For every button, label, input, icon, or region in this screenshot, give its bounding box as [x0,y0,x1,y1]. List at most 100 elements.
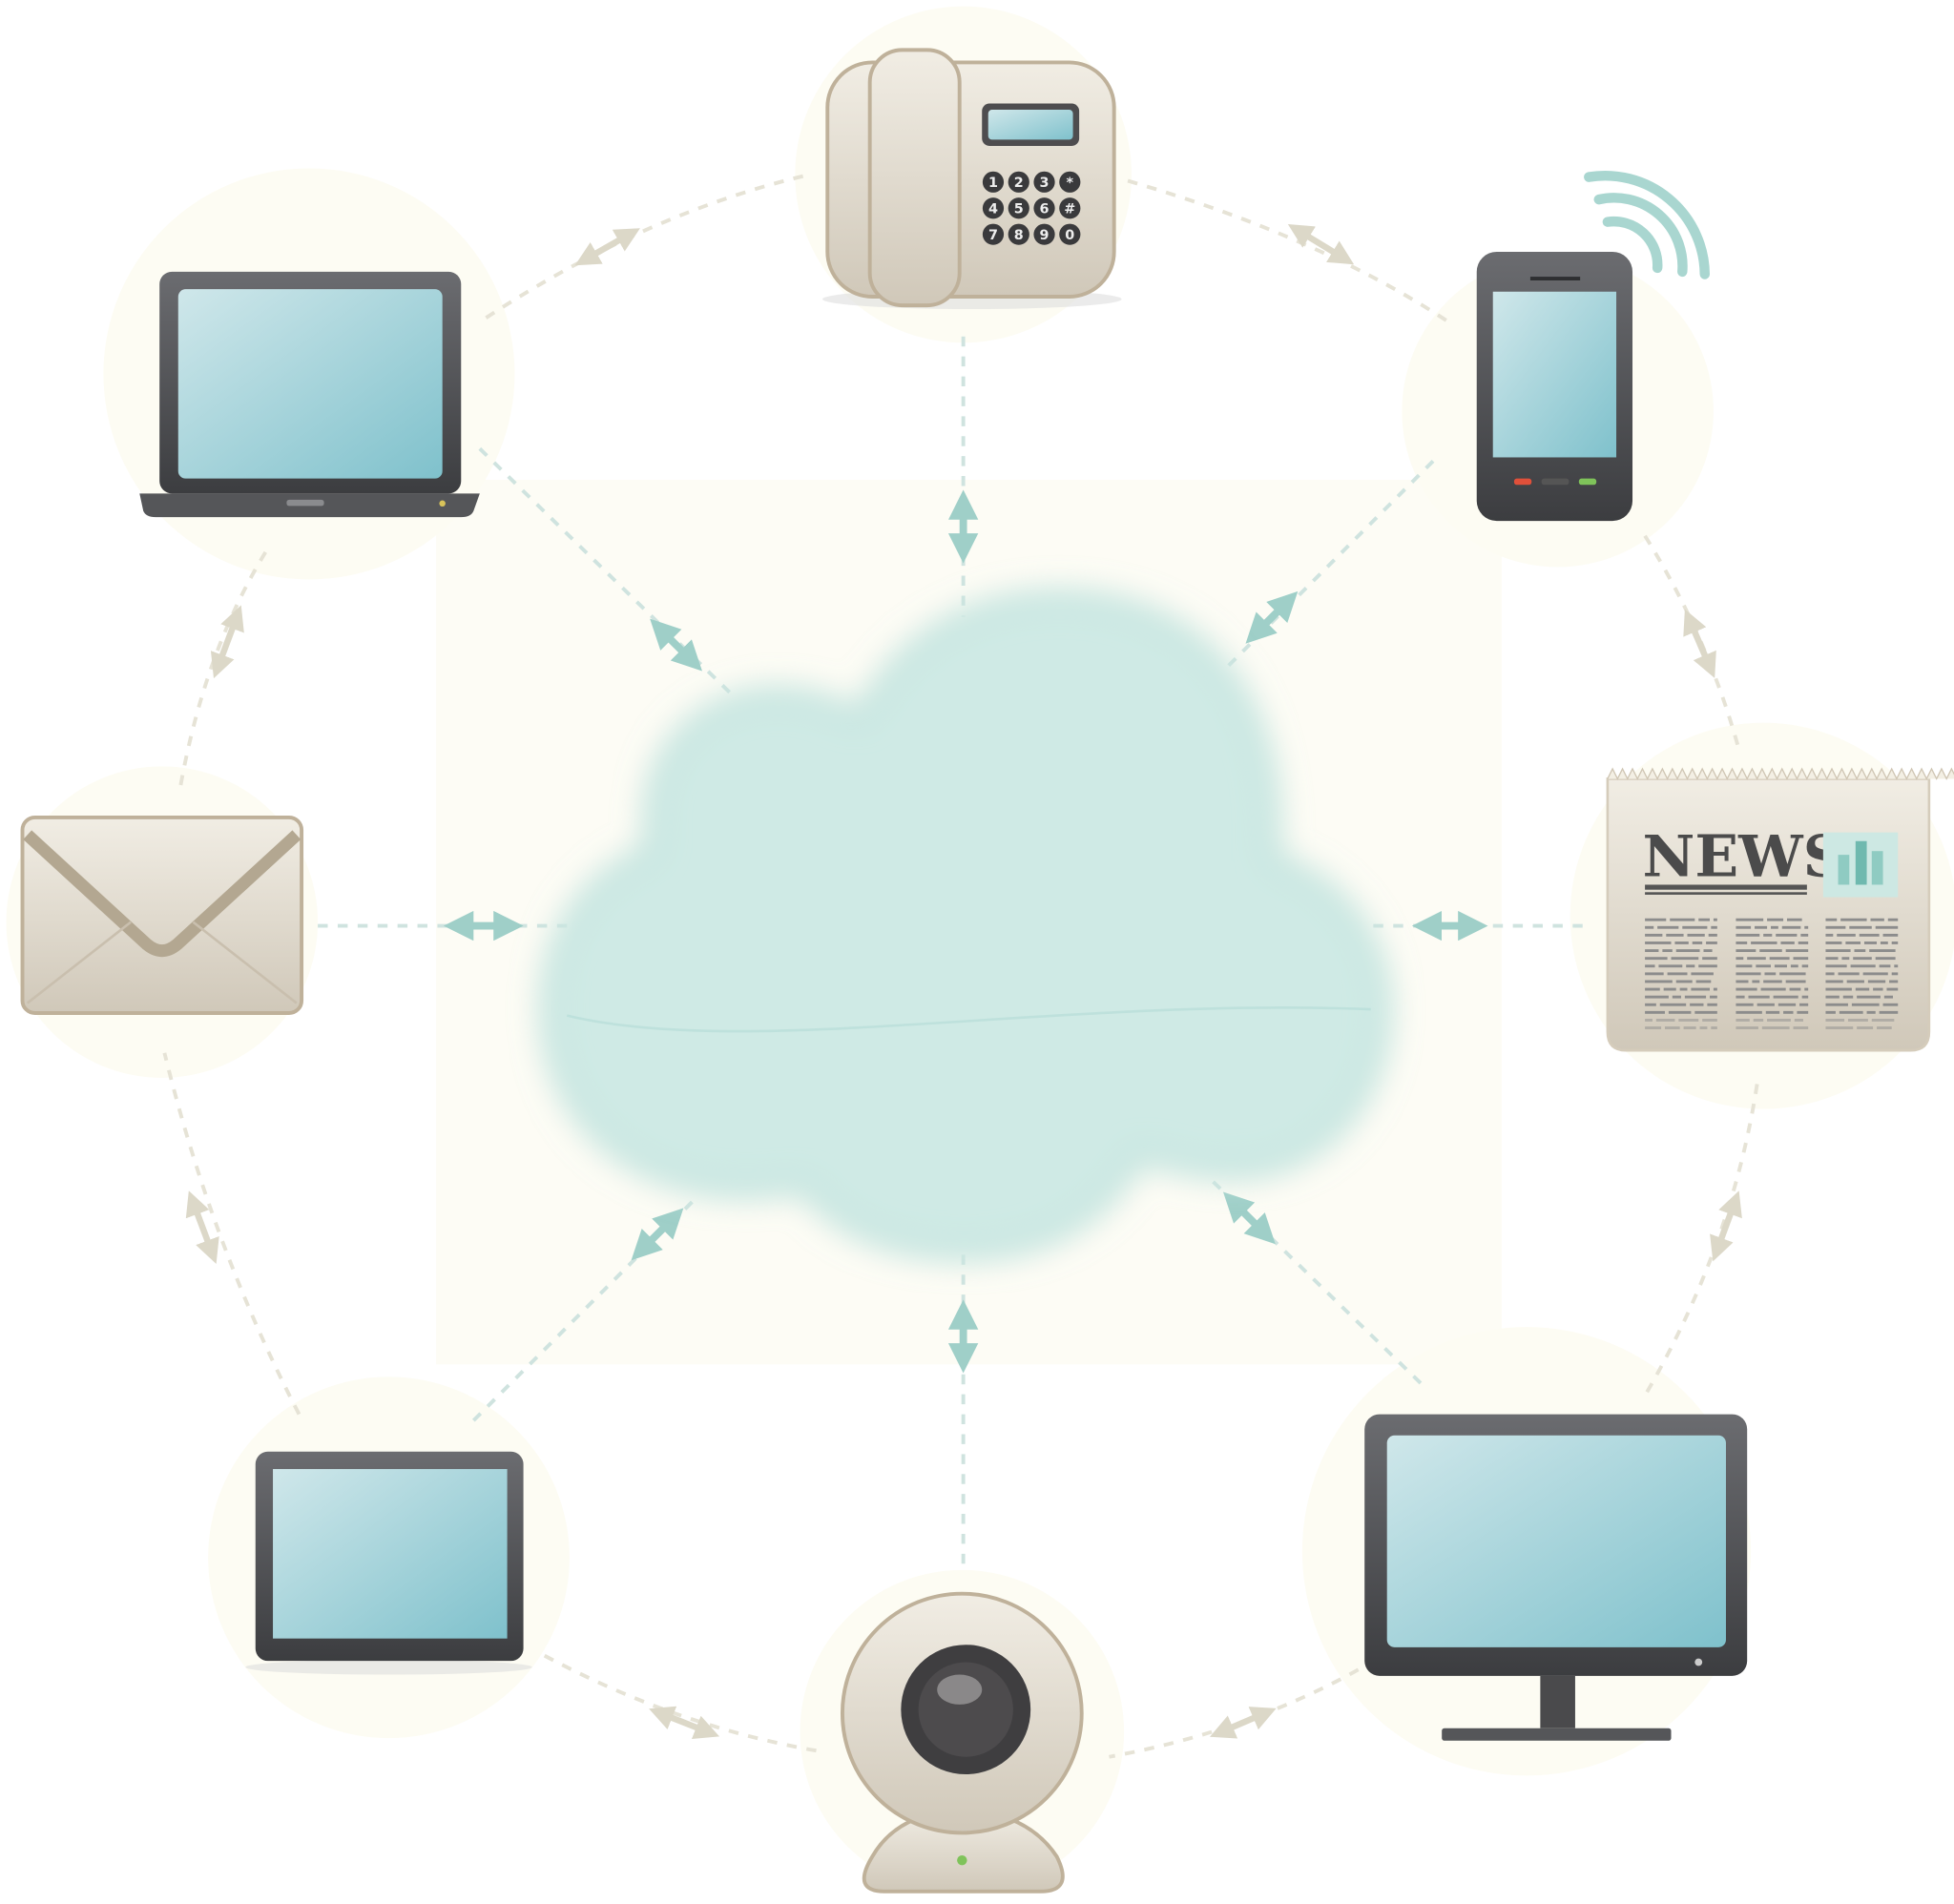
text-line [1645,964,1655,968]
text-line [1825,1019,1845,1022]
text-line [1761,1026,1790,1029]
text-line [1879,964,1891,968]
text-line [1713,918,1717,921]
text-line [1692,942,1703,944]
text-line [1869,949,1896,952]
text-line [1710,995,1717,999]
newspaper-headline: NEWS [1642,823,1844,890]
text-line [1785,949,1809,952]
text-line [1679,987,1688,991]
text-line [1668,1010,1692,1014]
text-line [1825,925,1846,929]
text-line [1877,1026,1892,1029]
text-line [1777,1003,1797,1006]
keypad-key-label: 7 [988,228,998,243]
text-line [1756,964,1771,968]
keypad-button [1059,197,1081,219]
text-line [1736,942,1748,944]
cloud [549,598,1383,1252]
text-line [1785,980,1806,983]
text-line [1736,1003,1754,1006]
text-line [1894,964,1899,968]
text-line [1863,942,1878,944]
text-line [1825,980,1843,983]
text-line [1666,933,1684,937]
text-line [1645,949,1659,952]
text-line [1825,987,1852,991]
text-line [1759,949,1782,952]
keypad-button [1008,197,1029,219]
text-line [1645,1019,1653,1022]
text-line [1847,1019,1868,1022]
text-line [1645,942,1672,944]
keypad-key-label: 6 [1040,201,1050,217]
text-line [1736,1010,1762,1014]
keypad-key-label: 8 [1014,228,1024,243]
text-line [1670,918,1695,921]
text-line [1645,1010,1665,1014]
text-line [1825,964,1847,968]
text-line [1645,995,1669,999]
text-line [1764,972,1777,976]
text-line [1866,1010,1876,1014]
text-line [1891,942,1899,944]
text-line [1804,925,1809,929]
wifi-signal-icon [1584,170,1710,279]
text-line [1849,925,1872,929]
text-line [1713,987,1717,991]
keypad-key-label: 3 [1040,176,1050,191]
text-line [1755,925,1768,929]
text-line [1658,964,1683,968]
text-line [1870,918,1884,921]
text-line [1674,942,1689,944]
text-line [1702,1019,1717,1022]
text-line [1645,918,1667,921]
text-line [1645,972,1664,976]
text-line [1695,980,1712,983]
text-line [1657,925,1679,929]
text-line [1850,964,1876,968]
keypad-button [982,197,1005,219]
text-line [1800,933,1809,937]
text-line [1825,918,1838,921]
text-line [1703,949,1713,952]
text-line [1691,972,1714,976]
keypad-button [1033,223,1055,245]
keypad-key-label: 1 [988,176,998,191]
text-line [1825,933,1834,937]
text-line [1698,918,1710,921]
text-line [1748,995,1770,999]
text-line [1663,987,1676,991]
text-line [1839,1010,1863,1014]
text-line [1699,1026,1708,1029]
spoke-arrows [443,489,1488,1374]
text-line [1645,957,1668,961]
text-line [1851,1003,1880,1006]
text-line [1672,995,1681,999]
text-line [1667,972,1688,976]
text-line [1645,933,1663,937]
text-line [1776,933,1798,937]
text-line [1757,1003,1775,1006]
text-line [1671,957,1699,961]
text-line [1838,972,1860,976]
text-line [1891,972,1899,976]
monitor-icon [1364,1414,1748,1741]
text-line [1694,1010,1717,1014]
text-line [1747,957,1766,961]
text-line [1801,995,1809,999]
text-line [1706,942,1717,944]
text-line [1678,1019,1699,1022]
text-line [1786,918,1802,921]
keypad-key-label: * [1067,176,1074,191]
keypad-key-label: 4 [988,201,998,217]
text-line [1659,1003,1687,1006]
text-line [1771,925,1778,929]
keypad-key-label: 0 [1065,228,1074,243]
text-line [1753,1019,1764,1022]
text-line [1736,918,1764,921]
text-line [1799,1003,1809,1006]
keypad-key-label: # [1064,201,1075,217]
